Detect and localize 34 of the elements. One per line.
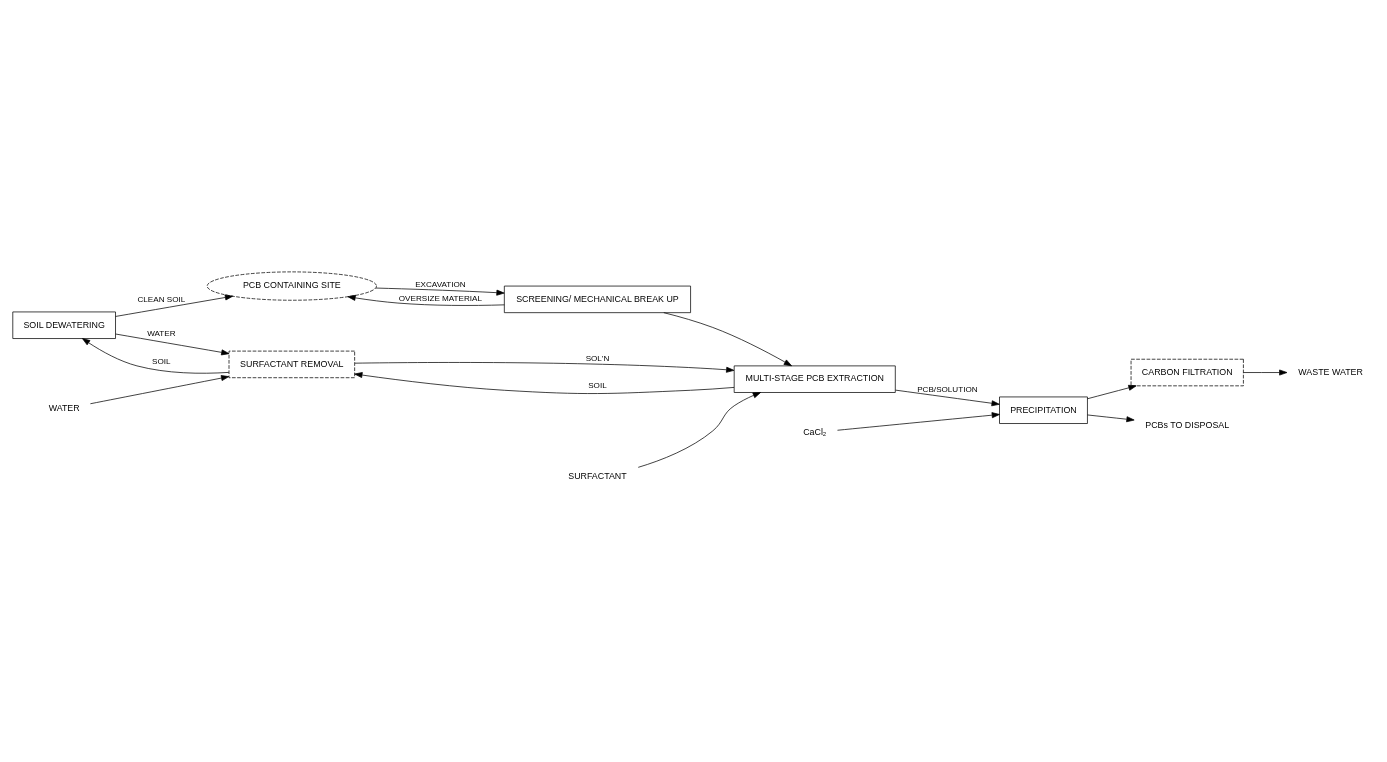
arrow	[347, 294, 505, 306]
edge-label: SOIL	[588, 380, 607, 390]
arrow	[354, 362, 735, 373]
node-box: SOIL DEWATERING	[12, 311, 116, 339]
arrow	[115, 294, 234, 317]
arrow	[637, 392, 761, 468]
edge-label: WATER	[147, 329, 176, 339]
edge-label: CLEAN SOIL	[137, 295, 186, 305]
arrow	[115, 333, 230, 356]
edge-label: SOL'N	[585, 353, 610, 363]
node-text: WATER	[48, 403, 80, 414]
node-box: PRECIPITATION	[999, 396, 1088, 424]
edge-label: OVERSIZE MATERIAL	[398, 293, 483, 303]
arrow	[354, 372, 735, 394]
arrow	[1087, 384, 1137, 400]
arrow	[375, 287, 505, 296]
node-text: WASTE WATER	[1298, 366, 1363, 377]
arrow	[90, 375, 230, 405]
edge-label: EXCAVATION	[415, 279, 466, 289]
node-box: CARBON FILTRATION	[1130, 358, 1244, 387]
arrow	[837, 412, 1000, 431]
node-text: PCBs TO DISPOSAL	[1145, 420, 1230, 431]
arrow	[895, 389, 1000, 407]
node-box: SURFACTANT REMOVAL	[228, 350, 355, 379]
edge-label: SOIL	[152, 356, 171, 366]
arrow	[1087, 414, 1135, 423]
node-text: CaCl₂	[803, 426, 827, 437]
node-box: SCREENING/ MECHANICAL BREAK UP	[503, 285, 691, 314]
node-box: MULTI-STAGE PCB EXTRACTION	[733, 365, 896, 393]
arrow	[663, 312, 792, 367]
node-text: SURFACTANT	[568, 471, 627, 482]
arrow	[1243, 369, 1288, 376]
edge-label: PCB/SOLUTION	[917, 384, 978, 394]
arrow	[82, 338, 230, 374]
